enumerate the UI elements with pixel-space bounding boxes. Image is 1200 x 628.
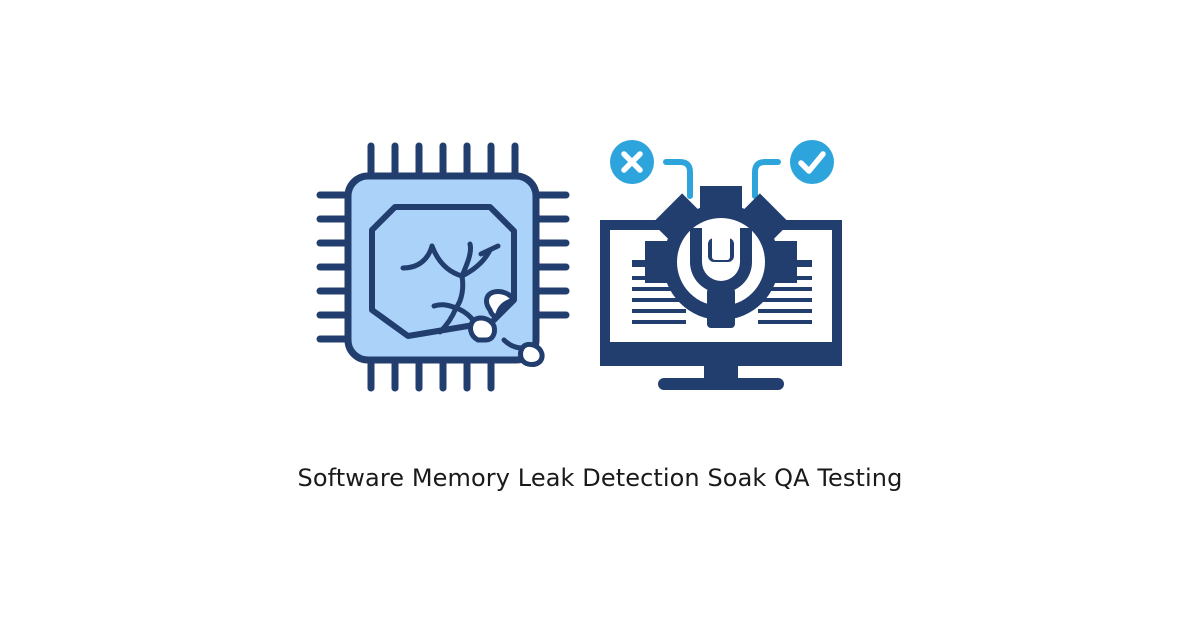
x-mark-circle-icon [610, 140, 654, 184]
memory-chip-leak-icon [316, 142, 570, 392]
page-title: Software Memory Leak Detection Soak QA T… [297, 464, 903, 492]
monitor-gear-wrench-icon [600, 186, 842, 390]
connector-lines [663, 159, 781, 199]
check-mark-circle-icon [790, 140, 834, 184]
